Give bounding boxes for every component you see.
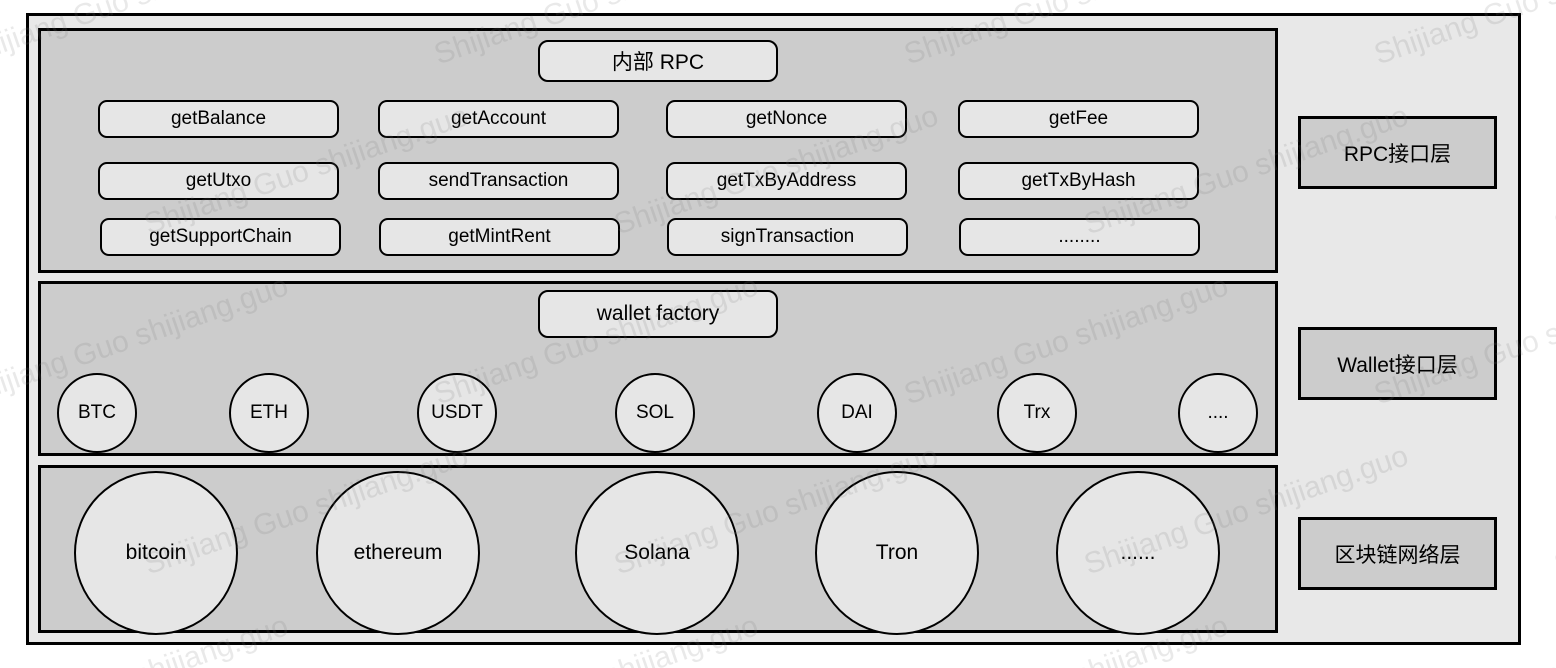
watermark-text: Shijiang Guo shijiang.guo: [0, 439, 3, 581]
rpc-method-getbalance[interactable]: getBalance: [98, 100, 339, 138]
rpc-method-getnonce[interactable]: getNonce: [666, 100, 907, 138]
wallet-token-more[interactable]: ....: [1178, 373, 1258, 453]
layer-label-wallet: Wallet接口层: [1298, 327, 1497, 400]
chain-node-tron[interactable]: Tron: [815, 471, 979, 635]
wallet-token-eth[interactable]: ETH: [229, 373, 309, 453]
rpc-method-gettxbyhash[interactable]: getTxByHash: [958, 162, 1199, 200]
rpc-layer-header: 内部 RPC: [538, 40, 778, 82]
wallet-token-sol[interactable]: SOL: [615, 373, 695, 453]
rpc-method-getfee[interactable]: getFee: [958, 100, 1199, 138]
wallet-factory-header: wallet factory: [538, 290, 778, 338]
watermark-text: Shijiang Guo shijiang.guo: [1550, 99, 1556, 242]
rpc-method-getutxo[interactable]: getUtxo: [98, 162, 339, 200]
rpc-method-getmintrent[interactable]: getMintRent: [379, 218, 620, 256]
chain-node-ethereum[interactable]: ethereum: [316, 471, 480, 635]
layer-label-chain: 区块链网络层: [1298, 517, 1497, 590]
rpc-method-more[interactable]: ........: [959, 218, 1200, 256]
watermark-text: Shijiang Guo shijiang.guo: [1550, 439, 1556, 582]
rpc-method-getaccount[interactable]: getAccount: [378, 100, 619, 138]
wallet-token-usdt[interactable]: USDT: [417, 373, 497, 453]
rpc-method-signtransaction[interactable]: signTransaction: [667, 218, 908, 256]
layer-label-rpc: RPC接口层: [1298, 116, 1497, 189]
watermark-text: Shijiang Guo shijiang.guo: [0, 99, 3, 241]
chain-node-solana[interactable]: Solana: [575, 471, 739, 635]
rpc-method-gettxbyaddress[interactable]: getTxByAddress: [666, 162, 907, 200]
chain-node-bitcoin[interactable]: bitcoin: [74, 471, 238, 635]
chain-node-more[interactable]: ......: [1056, 471, 1220, 635]
wallet-token-btc[interactable]: BTC: [57, 373, 137, 453]
rpc-method-sendtransaction[interactable]: sendTransaction: [378, 162, 619, 200]
wallet-token-dai[interactable]: DAI: [817, 373, 897, 453]
rpc-method-getsupportchain[interactable]: getSupportChain: [100, 218, 341, 256]
wallet-token-trx[interactable]: Trx: [997, 373, 1077, 453]
